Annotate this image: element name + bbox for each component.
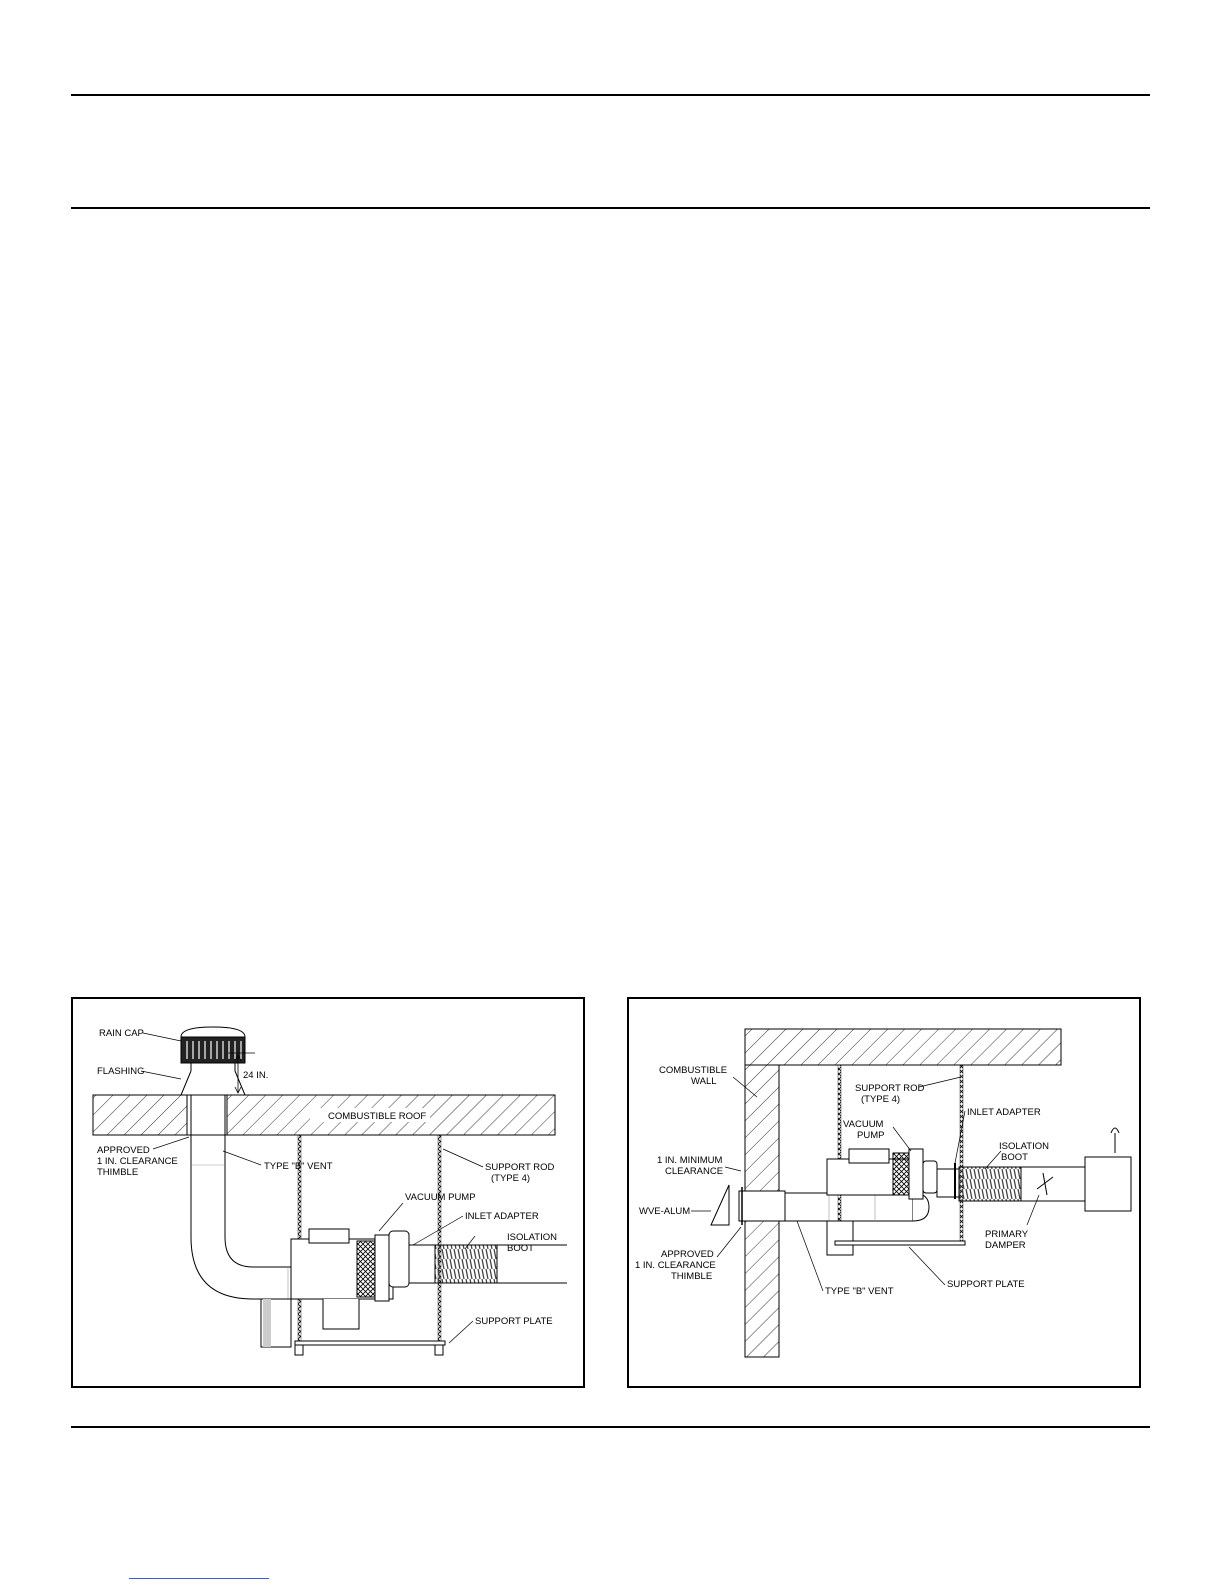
combustible-wall-label-line1: COMBUSTIBLE bbox=[659, 1065, 727, 1076]
combustible-roof-label: COMBUSTIBLE ROOF bbox=[328, 1111, 426, 1122]
dimension-24in-label: 24 IN. bbox=[243, 1070, 268, 1081]
vacuum-pump bbox=[826, 1148, 938, 1256]
support-plate-label: SUPPORT PLATE bbox=[475, 1316, 553, 1327]
vacuum-pump-label: VACUUM PUMP bbox=[405, 1192, 476, 1203]
support-plate-label: SUPPORT PLATE bbox=[947, 1279, 1025, 1290]
isolation-boot-label-line1: ISOLATION bbox=[507, 1232, 557, 1243]
isolation-boot-label-line2: BOOT bbox=[1001, 1152, 1028, 1163]
header-top-rule bbox=[71, 94, 1150, 96]
roof-install-diagram: COMBUSTIBLE ROOF 24 IN. bbox=[92, 1026, 567, 1356]
primary-damper-label-line2: DAMPER bbox=[985, 1240, 1026, 1251]
support-rod-label-line2: (TYPE 4) bbox=[861, 1094, 900, 1105]
footer-link-underline[interactable] bbox=[129, 1578, 269, 1579]
ceiling bbox=[744, 1028, 1062, 1066]
primary-damper bbox=[1036, 1172, 1054, 1196]
support-rod-label-line1: SUPPORT ROD bbox=[855, 1083, 924, 1094]
vacuum-pump-label-line2: PUMP bbox=[857, 1130, 884, 1141]
primary-damper-label-line1: PRIMARY bbox=[985, 1229, 1029, 1240]
flashing bbox=[180, 1070, 246, 1096]
vacuum-pump bbox=[260, 1228, 410, 1348]
wall-install-figure: COMBUSTIBLE WALL SUPPORT ROD (TYPE 4) IN… bbox=[627, 997, 1141, 1388]
combustible-wall-label-line2: WALL bbox=[691, 1076, 717, 1087]
wve-alum-label: WVE-ALUM bbox=[639, 1206, 690, 1217]
support-plate bbox=[294, 1340, 446, 1346]
flashing-label: FLASHING bbox=[97, 1066, 145, 1077]
thimble-label-line1: APPROVED bbox=[97, 1145, 150, 1156]
type-b-vent-label: TYPE "B" VENT bbox=[825, 1286, 894, 1297]
type-b-vent-label: TYPE "B" VENT bbox=[264, 1161, 333, 1172]
isolation-boot-label-line1: ISOLATION bbox=[999, 1141, 1049, 1152]
clearance-thimble bbox=[738, 1190, 786, 1222]
thimble-label-line2: 1 IN. CLEARANCE bbox=[97, 1156, 178, 1167]
inlet-adapter-label: INLET ADAPTER bbox=[465, 1211, 539, 1222]
vacuum-pump-label-line1: VACUUM bbox=[843, 1119, 884, 1130]
type-b-vent bbox=[784, 1192, 914, 1222]
support-plate bbox=[834, 1240, 966, 1246]
rain-cap-label: RAIN CAP bbox=[99, 1028, 144, 1039]
support-rod-label-line2: (TYPE 4) bbox=[491, 1173, 530, 1184]
thimble-label-line2: 1 IN. CLEARANCE bbox=[635, 1260, 716, 1271]
support-rod-right bbox=[959, 1064, 964, 1244]
thimble-label-line1: APPROVED bbox=[661, 1249, 714, 1260]
wall-install-diagram: COMBUSTIBLE WALL SUPPORT ROD (TYPE 4) IN… bbox=[635, 1028, 1132, 1358]
isolation-boot bbox=[434, 1244, 498, 1284]
support-rod-label-line1: SUPPORT ROD bbox=[485, 1162, 554, 1173]
support-rod-left bbox=[837, 1064, 842, 1244]
isolation-boot bbox=[958, 1166, 1022, 1202]
footer-rule bbox=[71, 1426, 1150, 1428]
inlet-adapter bbox=[408, 1244, 436, 1284]
roof-install-figure: COMBUSTIBLE ROOF 24 IN. bbox=[71, 997, 585, 1388]
thimble-label-line3: THIMBLE bbox=[97, 1167, 138, 1178]
min-clearance-label-line1: 1 IN. MINIMUM bbox=[657, 1155, 723, 1166]
header-bottom-rule bbox=[71, 207, 1150, 209]
thimble-label-line3: THIMBLE bbox=[671, 1271, 712, 1282]
inlet-adapter-label: INLET ADAPTER bbox=[967, 1107, 1041, 1118]
support-rod-right bbox=[437, 1134, 442, 1350]
rain-cap bbox=[180, 1026, 246, 1064]
wve-alum-terminal bbox=[710, 1184, 730, 1226]
min-clearance-label-line2: CLEARANCE bbox=[665, 1166, 723, 1177]
isolation-boot-label-line2: BOOT bbox=[507, 1243, 534, 1254]
